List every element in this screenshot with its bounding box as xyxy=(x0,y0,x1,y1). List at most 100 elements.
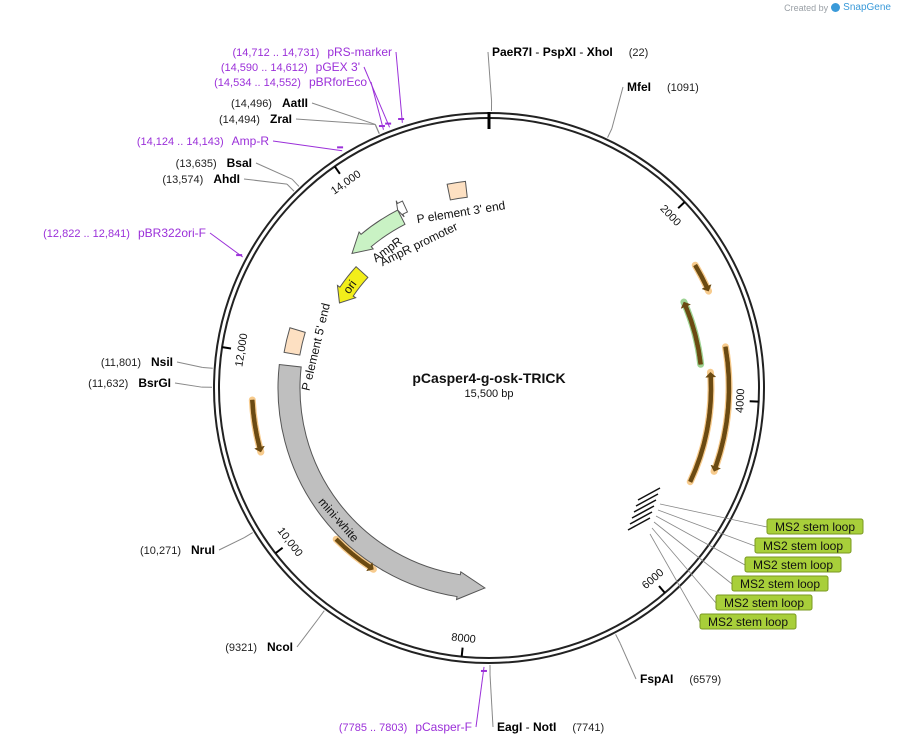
enzyme-site-label: MfeI(1091) xyxy=(627,80,699,94)
primer-leader xyxy=(363,66,391,128)
ms2-label-box xyxy=(699,613,797,630)
tick-label: 8000 xyxy=(451,631,477,645)
ms2-label: MS2 stem loop xyxy=(740,577,820,591)
ms2-leader-line xyxy=(651,527,717,604)
primer-coordinate: (7785 .. 7803) xyxy=(339,722,408,734)
enzyme-name: NruI xyxy=(191,543,215,557)
enzyme-leader xyxy=(619,643,637,680)
enzyme-leader xyxy=(489,674,494,728)
enzyme-coordinate: (6579) xyxy=(689,674,721,686)
feature-arrow xyxy=(693,263,712,292)
enzyme-name: BsaI xyxy=(227,156,252,170)
enzyme-leader xyxy=(487,51,493,102)
ms2-stem-mark xyxy=(631,505,655,519)
enzyme-leader xyxy=(295,118,376,126)
enzyme-coordinate: (9321) xyxy=(225,642,257,654)
feature-minwhite xyxy=(277,363,487,601)
enzyme-coordinate: (14,494) xyxy=(219,114,260,126)
primer-name: pRS-marker xyxy=(327,45,392,59)
ms2-stem-mark xyxy=(629,511,653,525)
enzyme-leader xyxy=(615,634,621,644)
enzyme-leader xyxy=(611,86,624,129)
enzyme-site-label: FspAI (6579) xyxy=(640,672,721,686)
ms2-leader-line xyxy=(653,521,733,585)
ms2-leader-line xyxy=(649,533,701,623)
credit-badge: Created by SnapGene xyxy=(784,2,891,13)
tick-mark xyxy=(274,546,284,555)
ms2-label-box xyxy=(744,556,842,573)
enzyme-leader xyxy=(311,102,376,125)
primer-label: (12,822 .. 12,841) pBR322ori-F xyxy=(43,226,206,240)
feature-label: P element 3' end xyxy=(416,198,507,226)
ms2-label: MS2 stem loop xyxy=(775,520,855,534)
enzyme-coordinate: (10,271) xyxy=(140,545,181,557)
feature-arrow xyxy=(334,537,374,572)
enzyme-name: XhoI xyxy=(587,45,613,59)
unlabeled-feature-layer xyxy=(248,261,733,573)
feature-p_element xyxy=(446,180,468,201)
enzyme-name: FspAI xyxy=(640,672,673,686)
ms2-label: MS2 stem loop xyxy=(763,539,843,553)
tick-label: 12,000 xyxy=(233,333,250,368)
enzyme-leader xyxy=(243,532,253,539)
primer-name: pBR322ori-F xyxy=(138,226,206,240)
plasmid-backbone xyxy=(213,112,765,664)
enzyme-name: BsrGI xyxy=(138,376,171,390)
tick-label: 10,000 xyxy=(275,525,305,559)
primer-label: (14,124 .. 14,143)Amp-R xyxy=(137,134,270,148)
enzyme-site-label: (14,496) AatII xyxy=(231,96,308,110)
tick-mark xyxy=(658,585,666,594)
enzyme-name: NsiI xyxy=(151,355,173,369)
enzyme-leader xyxy=(296,618,319,648)
enzyme-site-label: (13,635) BsaI xyxy=(176,156,252,170)
primer-coordinate: (14,124 .. 14,143) xyxy=(137,136,224,148)
primer-label: (14,534 .. 14,552) pBRforEco xyxy=(214,75,367,89)
primer-name: pCasper-F xyxy=(415,720,472,734)
plasmid-name: pCasper4-g-osk-TRICK xyxy=(412,370,565,386)
feature-ampr xyxy=(351,209,406,255)
ms2-label-box xyxy=(731,575,829,592)
enzyme-coordinate: (13,635) xyxy=(176,158,217,170)
enzyme-name: NcoI xyxy=(267,640,293,654)
enzyme-coordinate: (7741) xyxy=(572,722,604,734)
credit-brand: SnapGene xyxy=(843,2,891,13)
enzyme-name: EagI xyxy=(497,720,522,734)
enzyme-separator: - xyxy=(522,720,533,734)
primer-coordinate: (14,712 .. 14,731) xyxy=(232,47,319,59)
enzyme-site-label: (10,271) NruI xyxy=(140,543,215,557)
enzyme-coordinate: (14,496) xyxy=(231,98,272,110)
enzyme-separator: - xyxy=(576,45,587,59)
primer-coordinate: (12,822 .. 12,841) xyxy=(43,228,130,240)
primer-label: (7785 .. 7803) pCasper-F xyxy=(339,720,472,734)
tick-mark xyxy=(677,201,686,209)
primer-name: pGEX 3' xyxy=(316,60,360,74)
enzyme-name: AatII xyxy=(282,96,308,110)
enzyme-site-label: (11,632)BsrGI xyxy=(88,376,171,390)
ms2-leader-line xyxy=(657,509,756,547)
enzyme-name: NotI xyxy=(533,720,556,734)
enzyme-leader xyxy=(218,537,245,551)
enzyme-site-label: (11,801)NsiI xyxy=(101,355,173,369)
enzyme-leader xyxy=(607,128,613,138)
ms2-label-box xyxy=(754,537,852,554)
enzyme-leader xyxy=(255,162,293,180)
credit-text: Created by xyxy=(784,2,829,13)
primer-leader xyxy=(370,81,384,130)
primer-name: pBRforEco xyxy=(309,75,367,89)
enzyme-coordinate: (22) xyxy=(629,47,649,59)
primer-coordinate: (14,534 .. 14,552) xyxy=(214,77,301,89)
enzyme-site-label: PaeR7I - PspXI - XhoI(22) xyxy=(492,45,648,59)
enzyme-leader xyxy=(176,361,203,369)
tick-label: 6000 xyxy=(640,567,666,592)
ms2-label-box xyxy=(766,518,864,535)
enzyme-leader xyxy=(291,178,300,187)
enzyme-name: PspXI xyxy=(543,45,576,59)
enzyme-leader xyxy=(174,382,203,388)
feature-p_element xyxy=(283,327,306,356)
tick-mark xyxy=(333,165,341,175)
enzyme-leader xyxy=(243,178,288,185)
enzyme-site-label: (14,494)ZraI xyxy=(219,112,292,126)
primer-leader xyxy=(209,232,243,258)
ms2-leader-line xyxy=(655,515,746,566)
enzyme-separator: - xyxy=(532,45,543,59)
